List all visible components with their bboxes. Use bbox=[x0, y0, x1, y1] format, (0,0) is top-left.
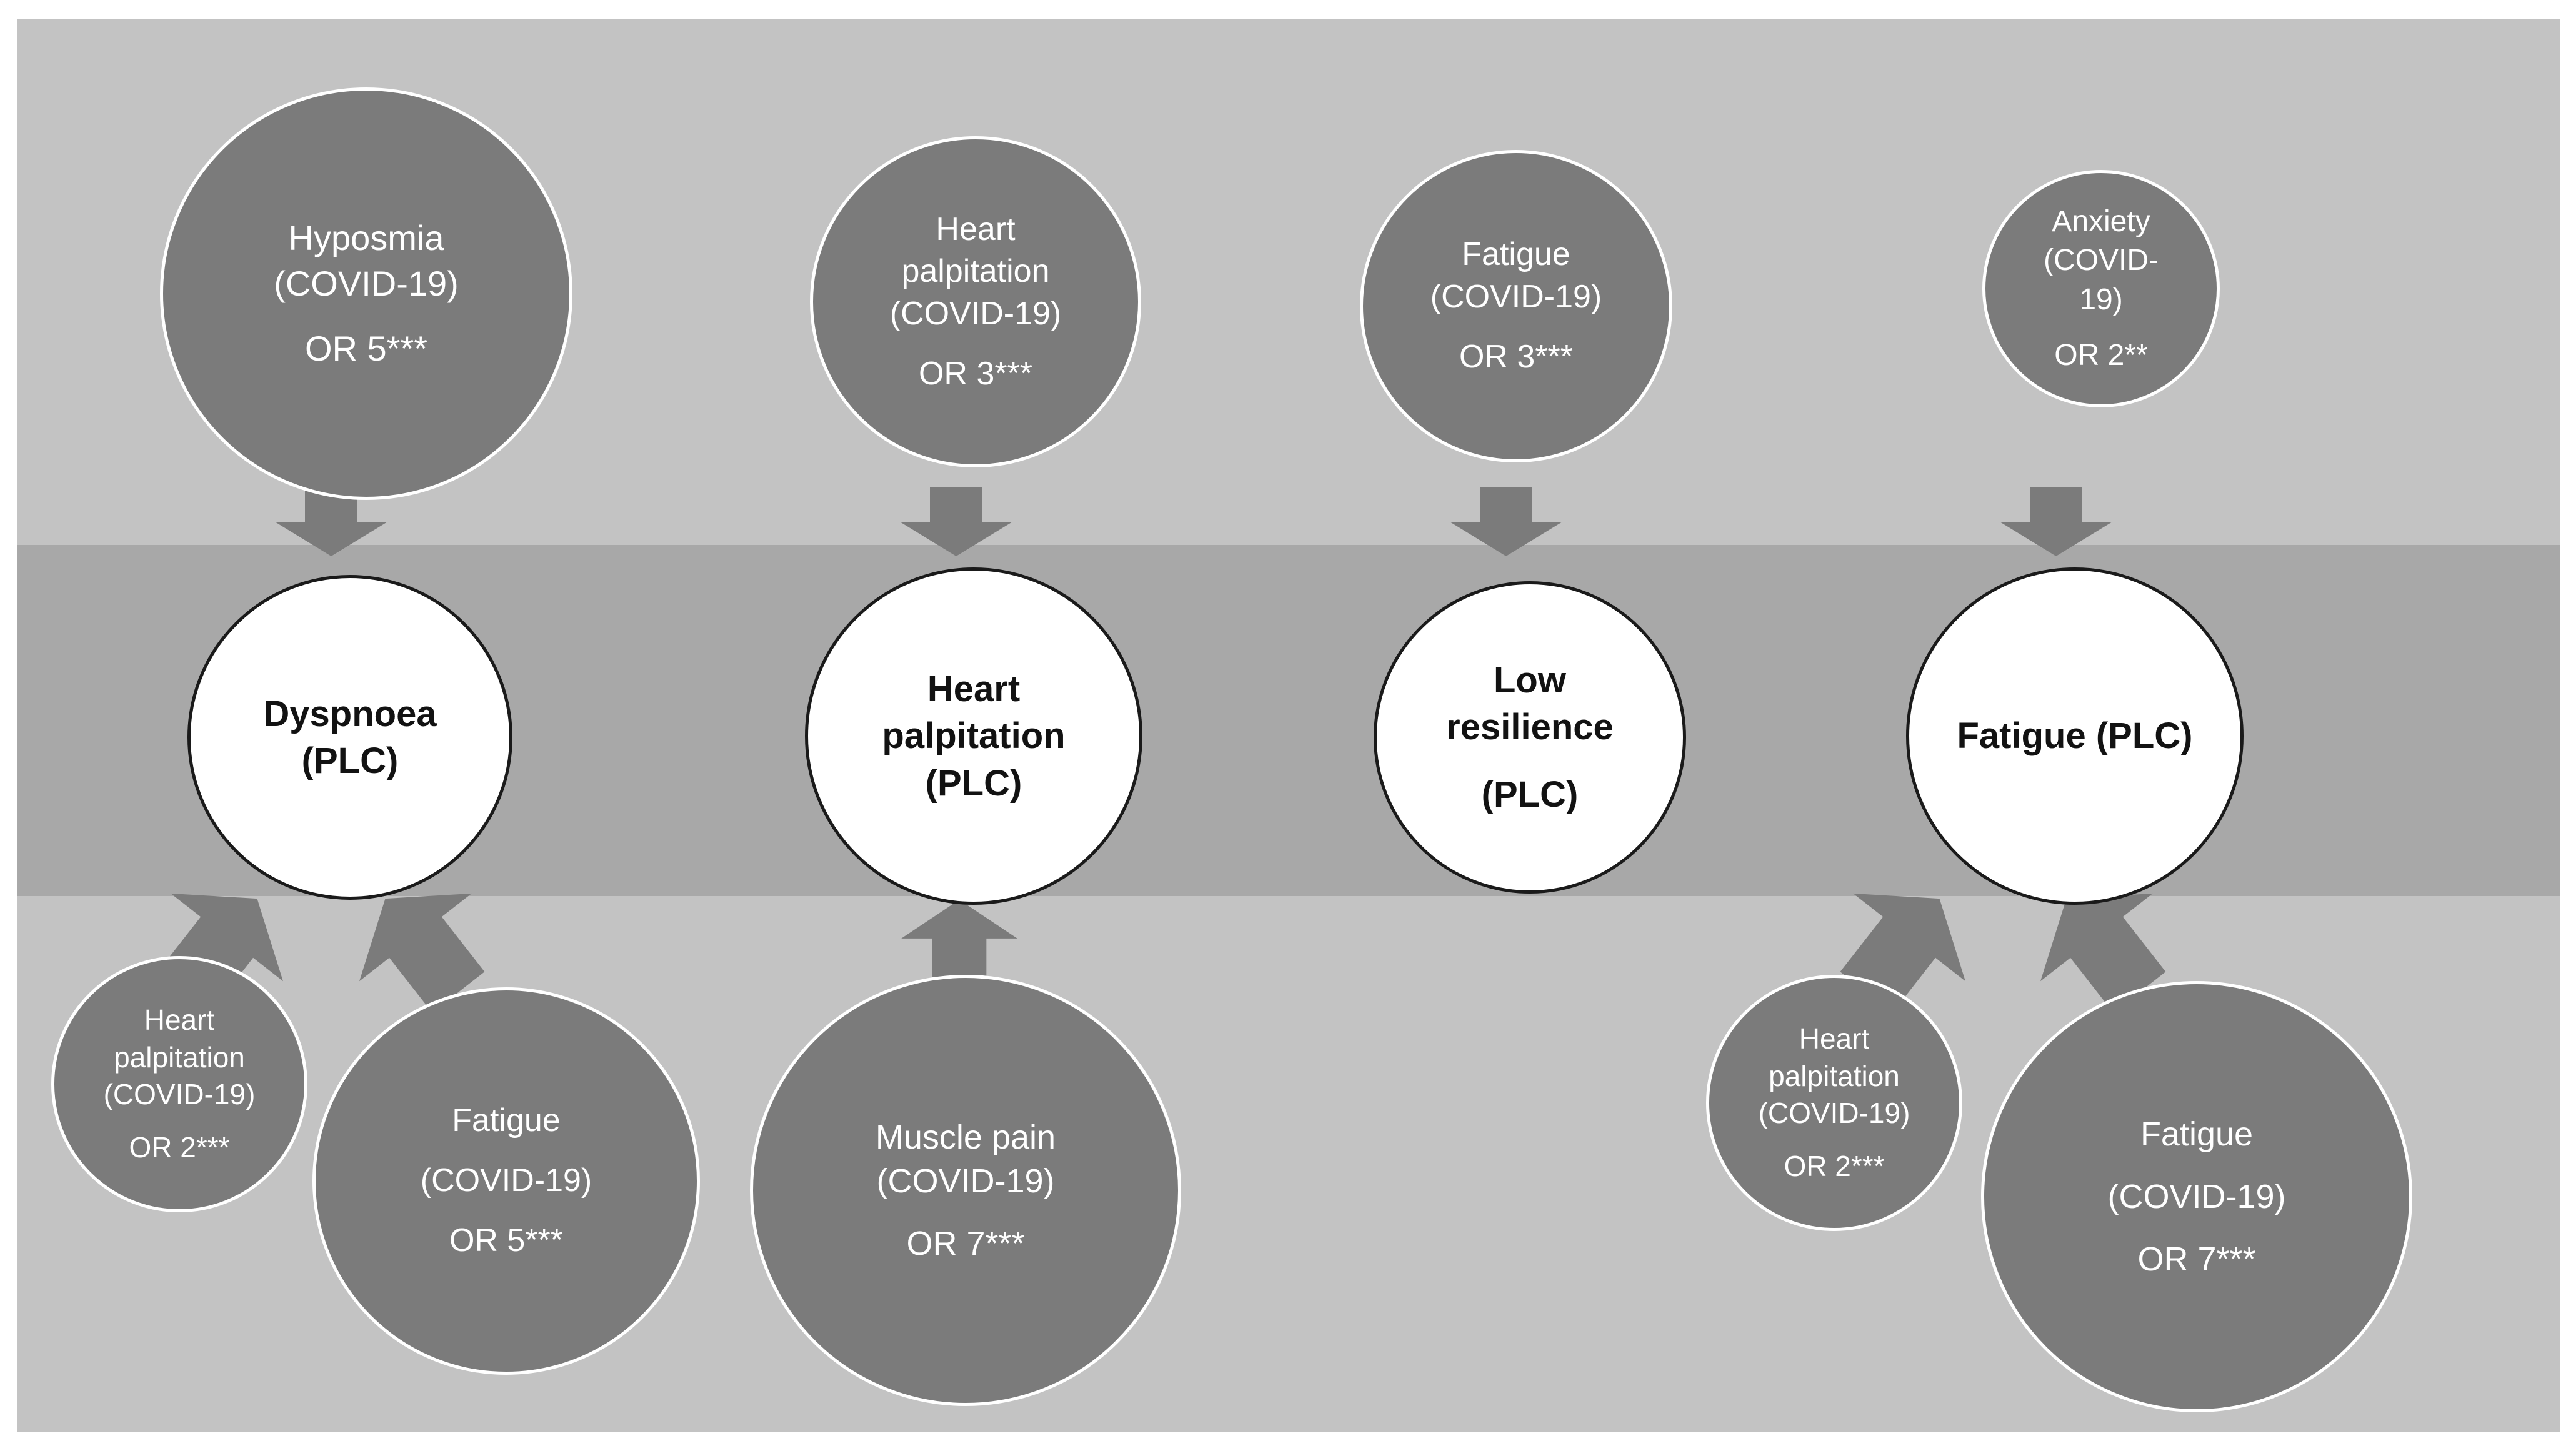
node-label-or: OR 3*** bbox=[918, 355, 1033, 392]
node-label-or: OR 5*** bbox=[449, 1222, 564, 1259]
node-muscle-pain-covid[interactable]: Muscle pain (COVID-19) OR 7*** bbox=[750, 975, 1181, 1406]
node-dyspnoea-plc[interactable]: Dyspnoea (PLC) bbox=[187, 575, 512, 900]
node-label-name-line1: Heart bbox=[144, 1003, 215, 1036]
node-label-name-line1: Low bbox=[1494, 659, 1566, 701]
node-heart-palpitation-covid-top[interactable]: Heart palpitation (COVID-19) OR 3*** bbox=[810, 136, 1141, 467]
node-label-or: OR 7*** bbox=[906, 1224, 1025, 1262]
node-heart-palpitation-covid-bottom-right[interactable]: Heart palpitation (COVID-19) OR 2*** bbox=[1706, 975, 1962, 1231]
node-label-cohort: (COVID-19) bbox=[2107, 1177, 2286, 1215]
node-label-name-line2: palpitation bbox=[1769, 1059, 1900, 1092]
node-label-name: Fatigue bbox=[2140, 1115, 2254, 1154]
node-label-name-line2: palpitation bbox=[901, 253, 1050, 290]
node-label-cohort: (COVID-19) bbox=[420, 1162, 592, 1199]
node-label-name: Anxiety bbox=[2052, 205, 2150, 239]
node-label-cohort-line2: 19) bbox=[2079, 282, 2123, 316]
node-label-name-line1: Heart bbox=[927, 668, 1021, 709]
node-label-cohort: (PLC) bbox=[1481, 774, 1579, 815]
node-low-resilience-plc[interactable]: Low resilience (PLC) bbox=[1374, 581, 1686, 894]
node-fatigue-covid-top[interactable]: Fatigue (COVID-19) OR 3*** bbox=[1360, 150, 1672, 462]
node-label-or: OR 2*** bbox=[129, 1131, 230, 1164]
node-label-cohort: (COVID-19) bbox=[274, 264, 459, 304]
node-hyposmia-covid[interactable]: Hyposmia (COVID-19) OR 5*** bbox=[160, 87, 572, 500]
node-fatigue-plc[interactable]: Fatigue (PLC) bbox=[1906, 567, 2244, 905]
node-anxiety-covid[interactable]: Anxiety (COVID- 19) OR 2** bbox=[1982, 170, 2220, 407]
node-label-name-line2: palpitation bbox=[882, 716, 1066, 757]
node-label-name: Hyposmia bbox=[288, 218, 444, 258]
node-heart-palpitation-plc[interactable]: Heart palpitation (PLC) bbox=[805, 567, 1142, 905]
node-label-cohort: (COVID-19) bbox=[889, 295, 1062, 332]
node-label-or: OR 2** bbox=[2054, 338, 2148, 372]
node-label-name: Fatigue bbox=[452, 1102, 561, 1139]
node-label-cohort: (COVID-19) bbox=[1758, 1097, 1910, 1130]
node-label-name: Fatigue bbox=[1462, 236, 1570, 273]
node-fatigue-covid-bottom-left[interactable]: Fatigue (COVID-19) OR 5*** bbox=[312, 987, 700, 1375]
node-label-cohort: (COVID-19) bbox=[1430, 278, 1602, 315]
node-heart-palpitation-covid-bottom-left[interactable]: Heart palpitation (COVID-19) OR 2*** bbox=[51, 956, 307, 1212]
node-label-name-line1: Heart bbox=[936, 211, 1016, 247]
node-label-name-line2: palpitation bbox=[114, 1040, 245, 1074]
node-label-or: OR 5*** bbox=[304, 328, 428, 368]
node-label-cohort-line1: (COVID- bbox=[2044, 244, 2159, 277]
node-label-cohort: (PLC) bbox=[301, 740, 399, 781]
node-label-name: Fatigue (PLC) bbox=[1957, 716, 2193, 757]
node-label-or: OR 2*** bbox=[1784, 1150, 1885, 1183]
node-label-cohort: (PLC) bbox=[925, 762, 1022, 804]
node-fatigue-covid-bottom-right[interactable]: Fatigue (COVID-19) OR 7*** bbox=[1981, 981, 2412, 1412]
node-label-name: Muscle pain bbox=[875, 1118, 1056, 1156]
node-label-name-line1: Heart bbox=[1799, 1022, 1870, 1055]
node-label-name-line2: resilience bbox=[1446, 707, 1614, 748]
node-label-or: OR 3*** bbox=[1459, 339, 1574, 376]
node-label-cohort: (COVID-19) bbox=[103, 1078, 256, 1111]
node-label-cohort: (COVID-19) bbox=[876, 1162, 1055, 1200]
node-label-name: Dyspnoea bbox=[263, 693, 437, 734]
node-label-or: OR 7*** bbox=[2137, 1240, 2256, 1278]
